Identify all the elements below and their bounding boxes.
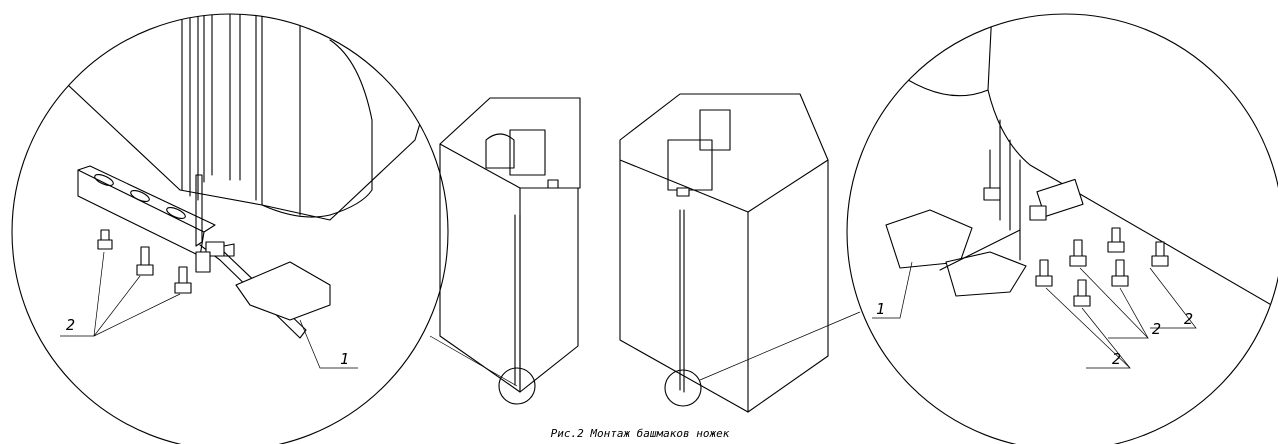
bolt [1073,279,1091,307]
left-detail-leader [429,335,518,387]
cabinet-2-detail-marker [664,369,702,407]
bolt [1069,239,1087,267]
cabinet-single-door [439,97,581,405]
bolt [1151,241,1169,267]
right-detail-view: 1 2 2 2 [846,13,1278,444]
figure-caption: Рис.2 Монтаж башмаков ножек [551,427,730,440]
cabinet-double-door [619,93,829,413]
bolt [97,229,113,250]
bolt [136,246,154,276]
bolt [1107,227,1125,253]
cabinet-edge [19,39,431,221]
foot-pad [235,261,331,321]
bolt [983,187,1001,201]
right-callout-foot: 1 [876,300,885,318]
slotted-rail [1036,178,1084,218]
left-callout-bolts: 2 [66,316,75,334]
bolt [1111,259,1129,287]
right-callout-bolts-a: 2 [1184,310,1193,328]
slotted-rail [77,165,216,233]
leg-bracket [195,174,203,247]
cabinet-edge [879,14,993,97]
right-detail-circle [846,13,1278,444]
cabinet-1-detail-marker [498,367,536,405]
left-callout-foot: 1 [340,350,349,368]
bolt [1029,205,1047,221]
right-callout-bolts-b: 2 [1152,320,1161,338]
right-callout-bolts-c: 2 [1112,350,1121,368]
right-detail-leader [699,311,861,381]
foot-pad [885,209,973,269]
bolt [174,266,192,294]
left-detail-view: 2 1 [11,13,449,444]
bolt [1035,259,1053,287]
